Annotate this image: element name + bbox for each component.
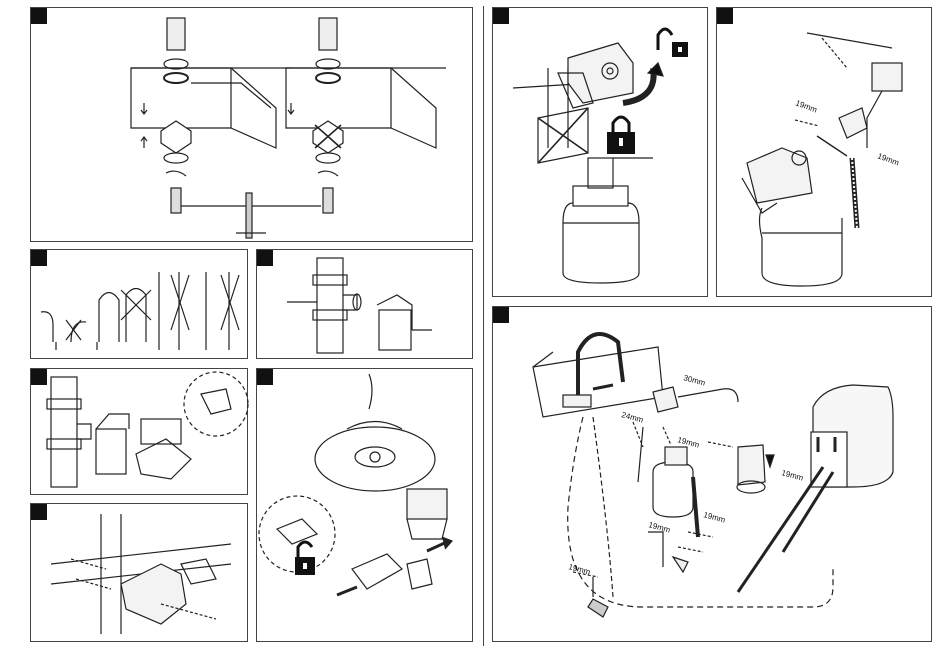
panel-tap-mounting	[30, 7, 473, 242]
hose-types-illustration	[31, 250, 249, 360]
tee-assembly-illustration	[31, 369, 249, 496]
wrench-size-label: 19mm	[876, 151, 900, 167]
panel-hose-connection: 19mm 19mm	[716, 7, 932, 297]
full-installation-illustration: 30mm 24mm 19mm 19mm 19mm 19mm 19mm	[493, 307, 933, 643]
panel-tee-assembly	[30, 368, 248, 495]
valve-unlock-illustration	[257, 369, 474, 643]
panel-wall-mount	[30, 503, 248, 642]
hose-connection-illustration: 19mm 19mm	[717, 8, 933, 298]
lock-icon	[607, 117, 635, 154]
panel-cartridge-lock	[492, 7, 708, 297]
boiler-icon	[811, 385, 893, 487]
wrench-size-label: 24mm	[620, 410, 644, 425]
panel-full-installation: 30mm 24mm 19mm 19mm 19mm 19mm 19mm	[492, 306, 932, 642]
wrench-size-label: 19mm	[702, 510, 726, 525]
wrench-size-label: 19mm	[780, 468, 804, 483]
panel-valve-unlock	[256, 368, 473, 642]
tap-mounting-illustration	[31, 8, 474, 243]
wrench-size-label: 19mm	[794, 98, 818, 114]
cartridge-lock-illustration	[493, 8, 709, 298]
wrench-size-label: 30mm	[682, 373, 706, 388]
filter-cartridge-icon	[653, 447, 693, 517]
panel-hose-selection	[30, 249, 248, 359]
page-divider	[483, 6, 484, 646]
unlock-icon	[658, 29, 688, 57]
panel-tee-fitting	[256, 249, 473, 359]
wall-mount-illustration	[31, 504, 249, 643]
tee-fitting-illustration	[257, 250, 474, 360]
unlock-icon	[295, 542, 315, 575]
